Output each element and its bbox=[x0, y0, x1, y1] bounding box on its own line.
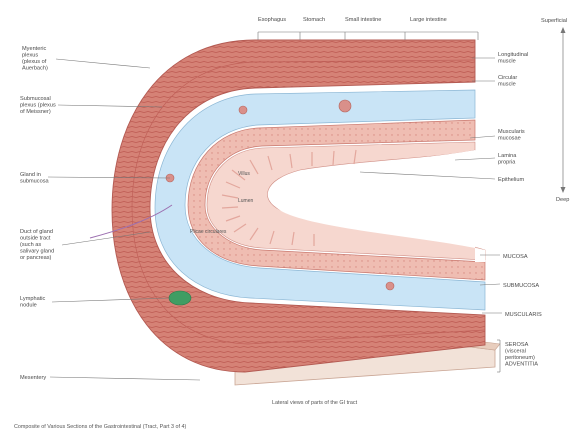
segment-large-intestine-label: Large intestine bbox=[410, 17, 447, 23]
segment-stomach-label: Stomach bbox=[303, 17, 325, 23]
label-mucosa: MUCOSA bbox=[503, 254, 528, 260]
label-lamina-propria: Lamina propria bbox=[498, 153, 518, 166]
label-longitudinal-muscle: Longitudinal muscle bbox=[498, 52, 530, 65]
segment-esophagus-label: Esophagus bbox=[258, 17, 286, 23]
direction-top-label: Superficial bbox=[541, 18, 567, 24]
label-lumen: Lumen bbox=[238, 198, 254, 204]
figure-footnote: Composite of Various Sections of the Gas… bbox=[14, 424, 186, 430]
lymphatic-nodule-shape bbox=[169, 291, 191, 305]
label-villus: Villus bbox=[238, 171, 250, 177]
direction-indicator bbox=[561, 27, 566, 193]
label-circular-muscle: Circular muscle bbox=[498, 75, 519, 88]
segment-bracket bbox=[258, 32, 478, 40]
label-myenteric-plexus: Myenteric plexus (plexus of Auerbach) bbox=[22, 46, 48, 72]
label-muscularis-mucosae: Muscularis mucosae bbox=[498, 129, 526, 142]
label-submucosa: SUBMUCOSA bbox=[503, 283, 539, 289]
segment-small-intestine-label: Small intestine bbox=[345, 17, 381, 23]
label-mesentery: Mesentery bbox=[20, 375, 46, 381]
label-serosa: SEROSA (visceral peritoneum) ADVENTITIA bbox=[505, 342, 538, 368]
figure-caption: Lateral views of parts of the GI tract bbox=[272, 400, 358, 406]
direction-bottom-label: Deep bbox=[556, 197, 569, 203]
label-epithelium: Epithelium bbox=[498, 177, 524, 183]
label-lymphatic-nodule: Lymphatic nodule bbox=[20, 296, 47, 309]
label-duct-of-gland: Duct of gland outside tract (such as sal… bbox=[20, 229, 56, 261]
label-muscularis: MUSCULARIS bbox=[505, 312, 542, 318]
label-submucosal-plexus: Submucosal plexus (plexus of Meissner) bbox=[20, 96, 57, 115]
label-plicae-circulares: Plicae circulares bbox=[190, 229, 227, 235]
label-gland-in-submucosa: Gland in submucosa bbox=[20, 172, 49, 185]
